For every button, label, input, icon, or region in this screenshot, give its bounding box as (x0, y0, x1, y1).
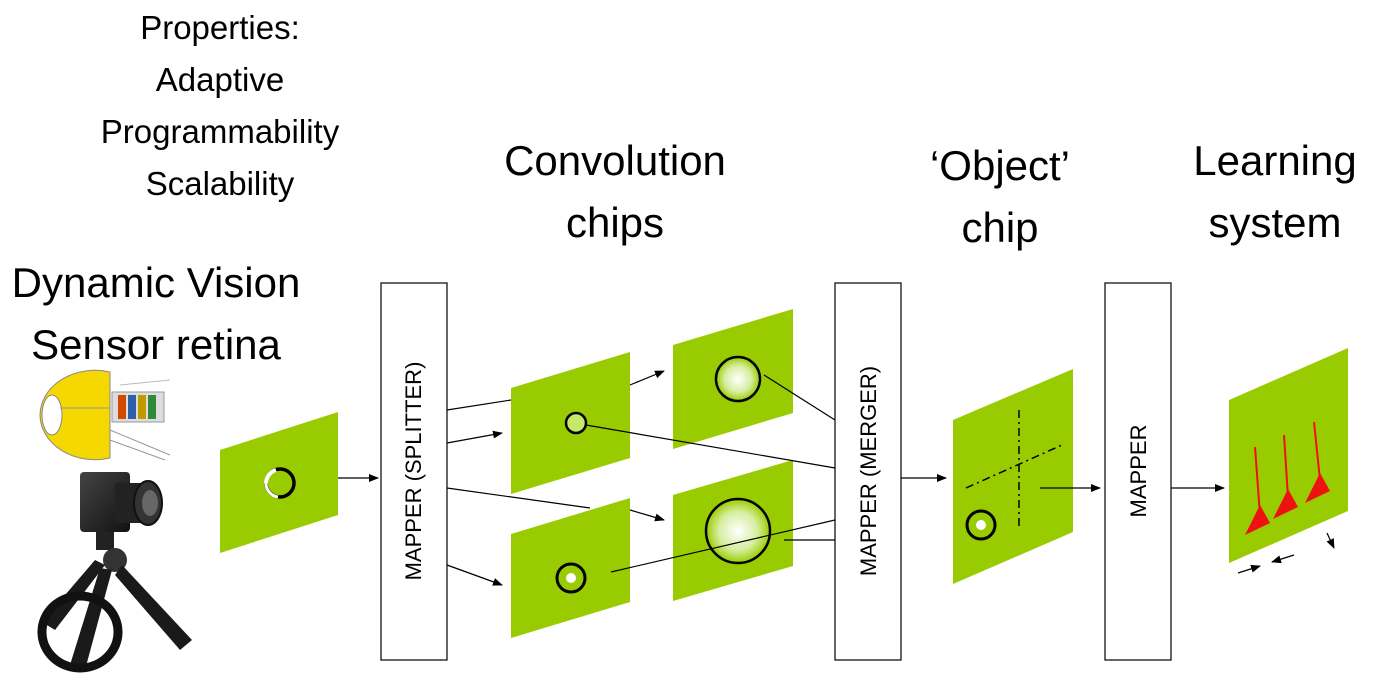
conv-chip-large-bottom (673, 460, 793, 601)
learning-system-label: Learning system (1160, 140, 1384, 264)
convolution-label-line1: Convolution (504, 137, 726, 184)
property-scalability: Scalability (145, 165, 295, 202)
learning-label-line1: Learning (1193, 137, 1357, 184)
retina-label-line1: Dynamic Vision (11, 259, 301, 306)
mapper-merger-label: MAPPER (MERGER) (856, 366, 881, 576)
conv-chip-small-top (511, 352, 630, 494)
property-programmability: Programmability (100, 113, 340, 150)
retina-output-panel (220, 412, 338, 553)
object-chip-panel (953, 369, 1073, 584)
mapper-final: MAPPER (1104, 282, 1172, 661)
properties-heading: Properties: (140, 9, 300, 46)
learning-system-panel (1229, 348, 1348, 574)
convolution-label-line2: chips (565, 199, 665, 246)
retina-label: Dynamic Vision Sensor retina (0, 262, 312, 386)
retina-label-line2: Sensor retina (31, 321, 281, 368)
mapper-final-label: MAPPER (1126, 425, 1151, 518)
neuron-icon (1305, 473, 1330, 503)
property-adaptive: Adaptive (155, 61, 285, 98)
conv-chip-small-bottom (511, 498, 630, 638)
neuron-icon (1245, 505, 1270, 535)
mapper-splitter: MAPPER (SPLITTER) (380, 282, 448, 661)
connections (338, 370, 1225, 586)
object-label-line1: ‘Object’ (929, 142, 1071, 189)
conv-chip-large-top (673, 309, 793, 449)
convolution-label: Convolution chips (480, 140, 750, 264)
mapper-splitter-label: MAPPER (SPLITTER) (401, 362, 426, 581)
camera-on-tripod-icon (37, 472, 192, 673)
eye-diagram-icon (39, 369, 171, 461)
object-chip-label: ‘Object’ chip (880, 145, 1120, 269)
neuron-icon (1273, 489, 1298, 519)
learning-label-line2: system (1208, 199, 1342, 246)
object-label-line2: chip (961, 204, 1039, 251)
properties-block: Properties: Adaptive Programmability Sca… (60, 8, 380, 216)
mapper-merger: MAPPER (MERGER) (834, 282, 902, 661)
